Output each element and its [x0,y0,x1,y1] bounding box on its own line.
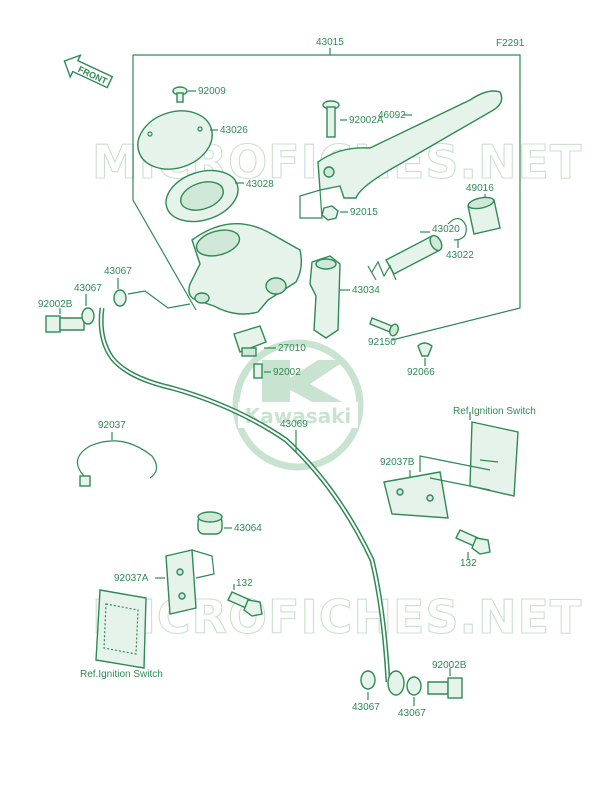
label-43069: 43069 [280,419,308,430]
bracket-left [165,549,215,615]
label-92002: 92002 [273,367,301,378]
label-92002b-left: 92002B [38,299,73,310]
label-92150: 92150 [368,337,396,348]
hose-clamp [76,440,158,481]
label-92066: 92066 [407,367,435,378]
label-27010: 27010 [278,343,306,354]
label-43026: 43026 [220,125,248,136]
ignition-switch-left [95,589,147,669]
label-43020: 43020 [432,224,460,235]
switch-mount-screw [253,363,263,379]
diaphragm [165,169,239,223]
label-43022: 43022 [446,250,474,261]
label-43067-top: 43067 [104,266,132,277]
label-ref-ignition-right: Ref.Ignition Switch [453,406,536,417]
grommet [197,511,223,535]
label-92037: 92037 [98,420,126,431]
master-cylinder-body [188,222,303,315]
label-49016: 49016 [466,183,494,194]
label-92009: 92009 [198,86,226,97]
bracket-bolt-right [455,529,491,555]
label-92037a: 92037A [114,573,149,584]
label-132-left: 132 [236,578,253,589]
label-43015: 43015 [316,37,344,48]
lever-nut [321,205,339,221]
label-43067-bottom-right: 43067 [398,708,426,719]
reservoir-cap [137,110,213,170]
circlip [447,217,467,241]
label-ref-ignition-left: Ref.Ignition Switch [80,669,163,680]
reservoir-screw [172,86,188,103]
label-43067-left: 43067 [74,283,102,294]
dust-boot [467,196,501,235]
label-43028: 43028 [246,179,274,190]
banjo-bolt-lower [360,670,463,699]
label-43034: 43034 [352,285,380,296]
label-46092: 46092 [378,110,406,121]
brake-lever [299,90,503,219]
assembly-outline [132,48,521,341]
label-43064: 43064 [234,523,262,534]
bracket-bolt-left [227,591,263,617]
pivot-bolt [322,100,340,138]
lever-bracket [309,255,341,339]
piston-assembly [367,234,443,281]
label-43067-bottom-left: 43067 [352,702,380,713]
rubber-cap [417,342,433,357]
label-132-right: 132 [460,558,477,569]
figure-id: F2291 [496,38,525,49]
label-92015: 92015 [350,207,378,218]
label-92002a: 92002A [349,115,384,126]
kawasaki-logo: Kawasaki [232,339,364,471]
switch-screw [369,317,399,337]
label-92037b: 92037B [380,457,415,468]
banjo-bolt-upper [45,289,127,333]
front-arrow: FRONT [63,53,114,89]
watermark-bottom: MICROFICHES.NET [92,590,582,644]
ignition-switch-right [383,421,519,519]
label-92002b-bottom: 92002B [432,660,467,671]
brake-light-switch [233,325,267,357]
